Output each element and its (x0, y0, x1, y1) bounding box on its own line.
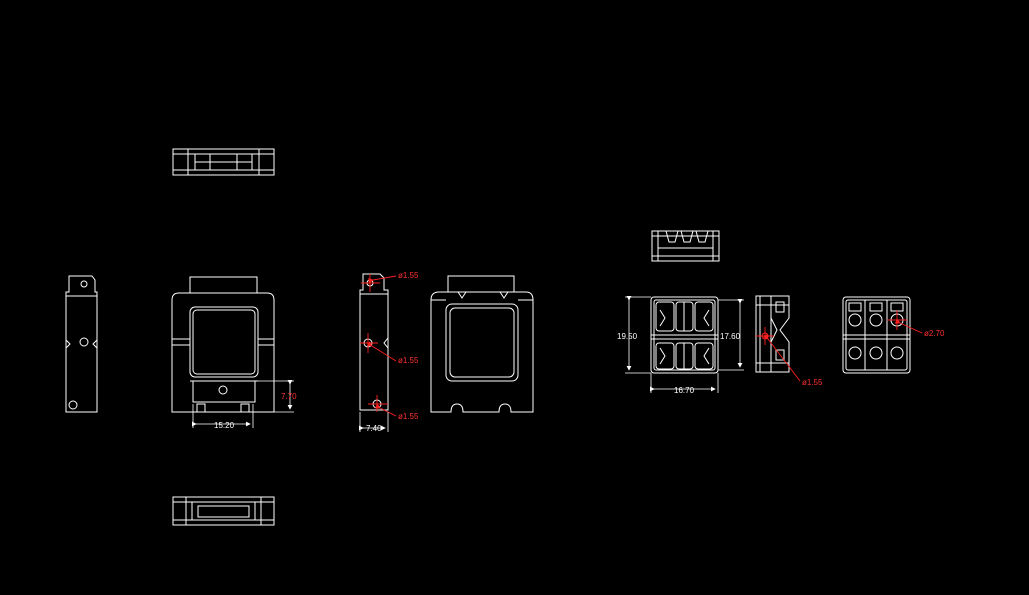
part1-back-view (430, 275, 534, 413)
callout-hole-side: ø1.55 (756, 327, 823, 387)
part1-front-view (171, 276, 275, 413)
callout-label-hole-bot: ø1.55 (398, 412, 419, 421)
callout-hole-top: ø1.55 (361, 271, 419, 292)
callout-hole-mid: ø1.55 (360, 333, 419, 365)
callout-label-hole-large: ø2.70 (924, 329, 945, 338)
part2-holes-view (842, 296, 911, 374)
dim-19-50: 19.50 (617, 296, 651, 374)
dim-label-17-60: 17.60 (720, 332, 741, 341)
part2-front-view (650, 296, 719, 374)
dim-label-19-50: 19.50 (617, 332, 638, 341)
part2-top-view (651, 230, 720, 262)
dim-7-70: 7.70 (254, 380, 297, 413)
dim-label-15-20: 15.20 (214, 421, 235, 430)
dim-label-7-40: 7.40 (366, 424, 382, 433)
callout-label-hole-mid: ø1.55 (398, 356, 419, 365)
dim-17-60: 17.60 (718, 299, 744, 371)
part1-bottom-view (172, 496, 275, 526)
part2-side-view (755, 295, 790, 373)
dim-15-20: 15.20 (192, 404, 254, 430)
part1-left-side-view (65, 275, 98, 413)
dim-7-40: 7.40 (359, 412, 389, 433)
callout-label-hole-top: ø1.55 (398, 271, 419, 280)
dim-label-7-70: 7.70 (281, 392, 297, 401)
dim-16-70: 16.70 (650, 373, 719, 395)
part1-top-view (172, 148, 275, 176)
part1-right-side-view (359, 273, 389, 411)
dim-label-16-70: 16.70 (674, 386, 695, 395)
callout-label-hole-side: ø1.55 (802, 378, 823, 387)
callout-hole-large: ø2.70 (887, 310, 945, 338)
